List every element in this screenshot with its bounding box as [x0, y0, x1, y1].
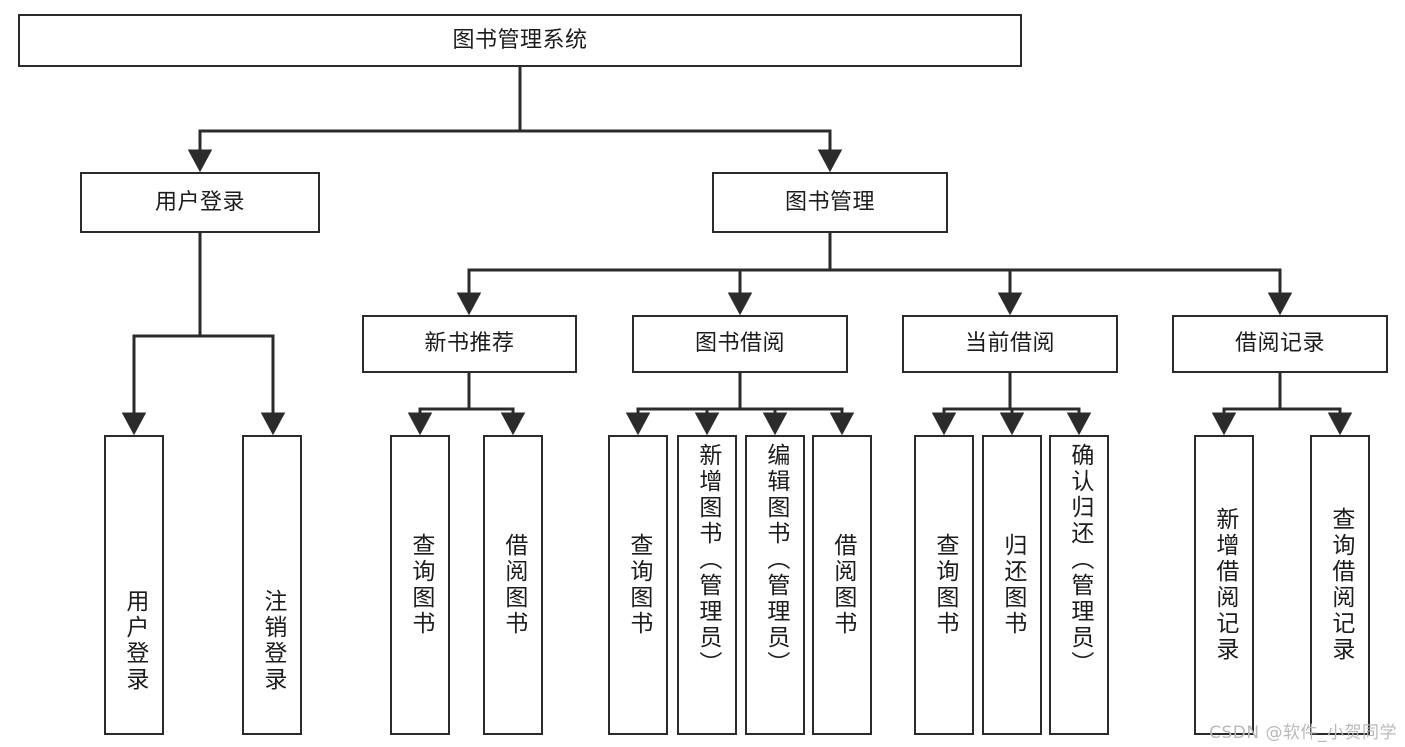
- node-leaf-borrow-books[interactable]: 借阅图书: [812, 435, 872, 735]
- node-label: 编辑图书（管理员）: [762, 443, 789, 677]
- node-label: 图书借阅: [694, 331, 785, 357]
- node-current-borrowing[interactable]: 当前借阅: [902, 315, 1118, 373]
- node-leaf-query-borrow-record[interactable]: 查询借阅记录: [1310, 435, 1370, 735]
- node-new-book-recommendation[interactable]: 新书推荐: [362, 315, 577, 373]
- node-user-login[interactable]: 用户登录: [80, 172, 320, 233]
- node-leaf-user-login[interactable]: 用户登录: [104, 435, 164, 735]
- node-label: 归还图书: [999, 533, 1026, 637]
- node-leaf-add-book-admin[interactable]: 新增图书（管理员）: [677, 435, 737, 735]
- node-book-borrowing[interactable]: 图书借阅: [632, 315, 848, 373]
- node-leaf-logout[interactable]: 注销登录: [242, 435, 302, 735]
- node-label: 用户登录: [154, 189, 245, 215]
- node-label: 注销登录: [259, 589, 286, 693]
- node-label: 确认归还（管理员）: [1066, 443, 1093, 677]
- node-borrowing-records[interactable]: 借阅记录: [1172, 315, 1388, 373]
- node-label: 图书管理: [784, 189, 875, 215]
- node-book-management[interactable]: 图书管理: [712, 172, 948, 233]
- node-label: 查询图书: [625, 533, 652, 637]
- node-label: 查询图书: [931, 533, 958, 637]
- node-leaf-add-borrow-record[interactable]: 新增借阅记录: [1194, 435, 1254, 735]
- node-label: 图书管理系统: [452, 27, 588, 53]
- node-leaf-borrow-books-recommend[interactable]: 借阅图书: [483, 435, 543, 735]
- node-label: 新书推荐: [424, 331, 515, 357]
- node-label: 查询图书: [407, 533, 434, 637]
- node-label: 借阅图书: [829, 533, 856, 637]
- node-leaf-confirm-return-admin[interactable]: 确认归还（管理员）: [1049, 435, 1109, 735]
- node-leaf-return-books[interactable]: 归还图书: [982, 435, 1042, 735]
- node-label: 借阅图书: [500, 533, 527, 637]
- node-label: 新增借阅记录: [1211, 507, 1238, 663]
- node-label: 新增图书（管理员）: [694, 443, 721, 677]
- node-label: 用户登录: [121, 589, 148, 693]
- node-label: 查询借阅记录: [1327, 507, 1354, 663]
- node-label: 当前借阅: [964, 331, 1055, 357]
- node-label: 借阅记录: [1234, 331, 1325, 357]
- node-leaf-query-books-current[interactable]: 查询图书: [914, 435, 974, 735]
- node-leaf-query-books-recommend[interactable]: 查询图书: [390, 435, 450, 735]
- node-leaf-query-books-borrow[interactable]: 查询图书: [608, 435, 668, 735]
- watermark-text: CSDN @软件_小贺同学: [1209, 723, 1397, 743]
- node-leaf-edit-book-admin[interactable]: 编辑图书（管理员）: [745, 435, 805, 735]
- node-book-management-system[interactable]: 图书管理系统: [18, 14, 1022, 67]
